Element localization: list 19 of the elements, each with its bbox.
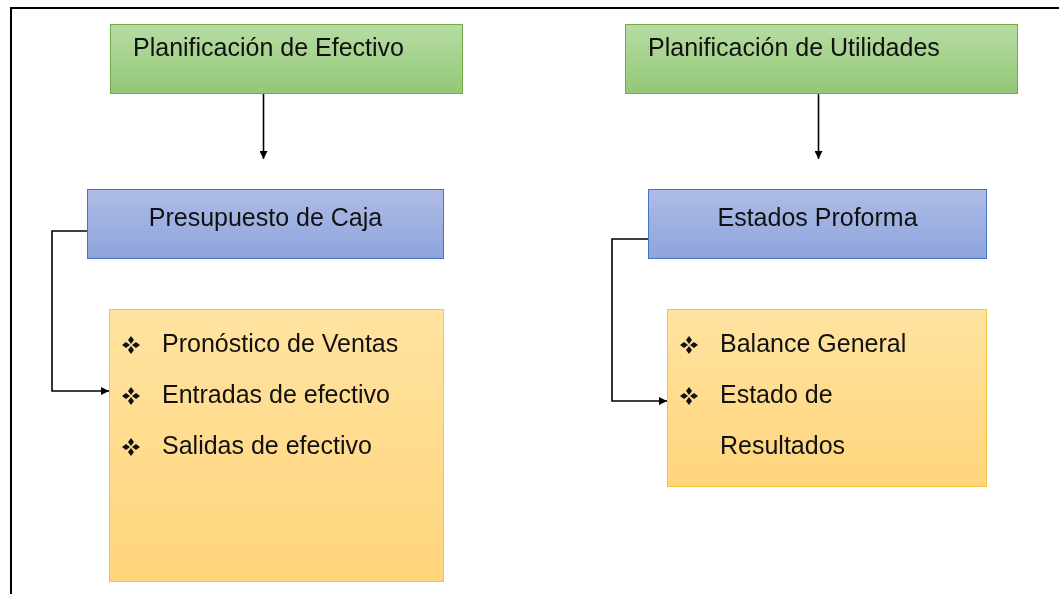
box-title: Presupuesto de Caja [148,202,383,232]
list-item: Salidas de efectivo [162,430,373,461]
list-item: Entradas de efectivo [162,379,391,410]
arrow [259,93,268,160]
arrow [814,93,823,160]
box-title: Estados Proforma [717,202,918,232]
process-box [110,24,463,94]
box-title: Planificación de Efectivo [133,32,404,62]
arrow [51,230,110,395]
process-box [625,24,1018,94]
box-title: Planificación de Utilidades [648,32,940,62]
process-box [648,189,987,259]
arrow [611,238,668,405]
list-item: Estado de Resultados [720,379,847,461]
list-box [109,309,444,582]
process-box [87,189,444,259]
list-box [667,309,987,487]
list-item: Pronóstico de Ventas [162,328,400,359]
list-item: Balance General [720,328,908,359]
